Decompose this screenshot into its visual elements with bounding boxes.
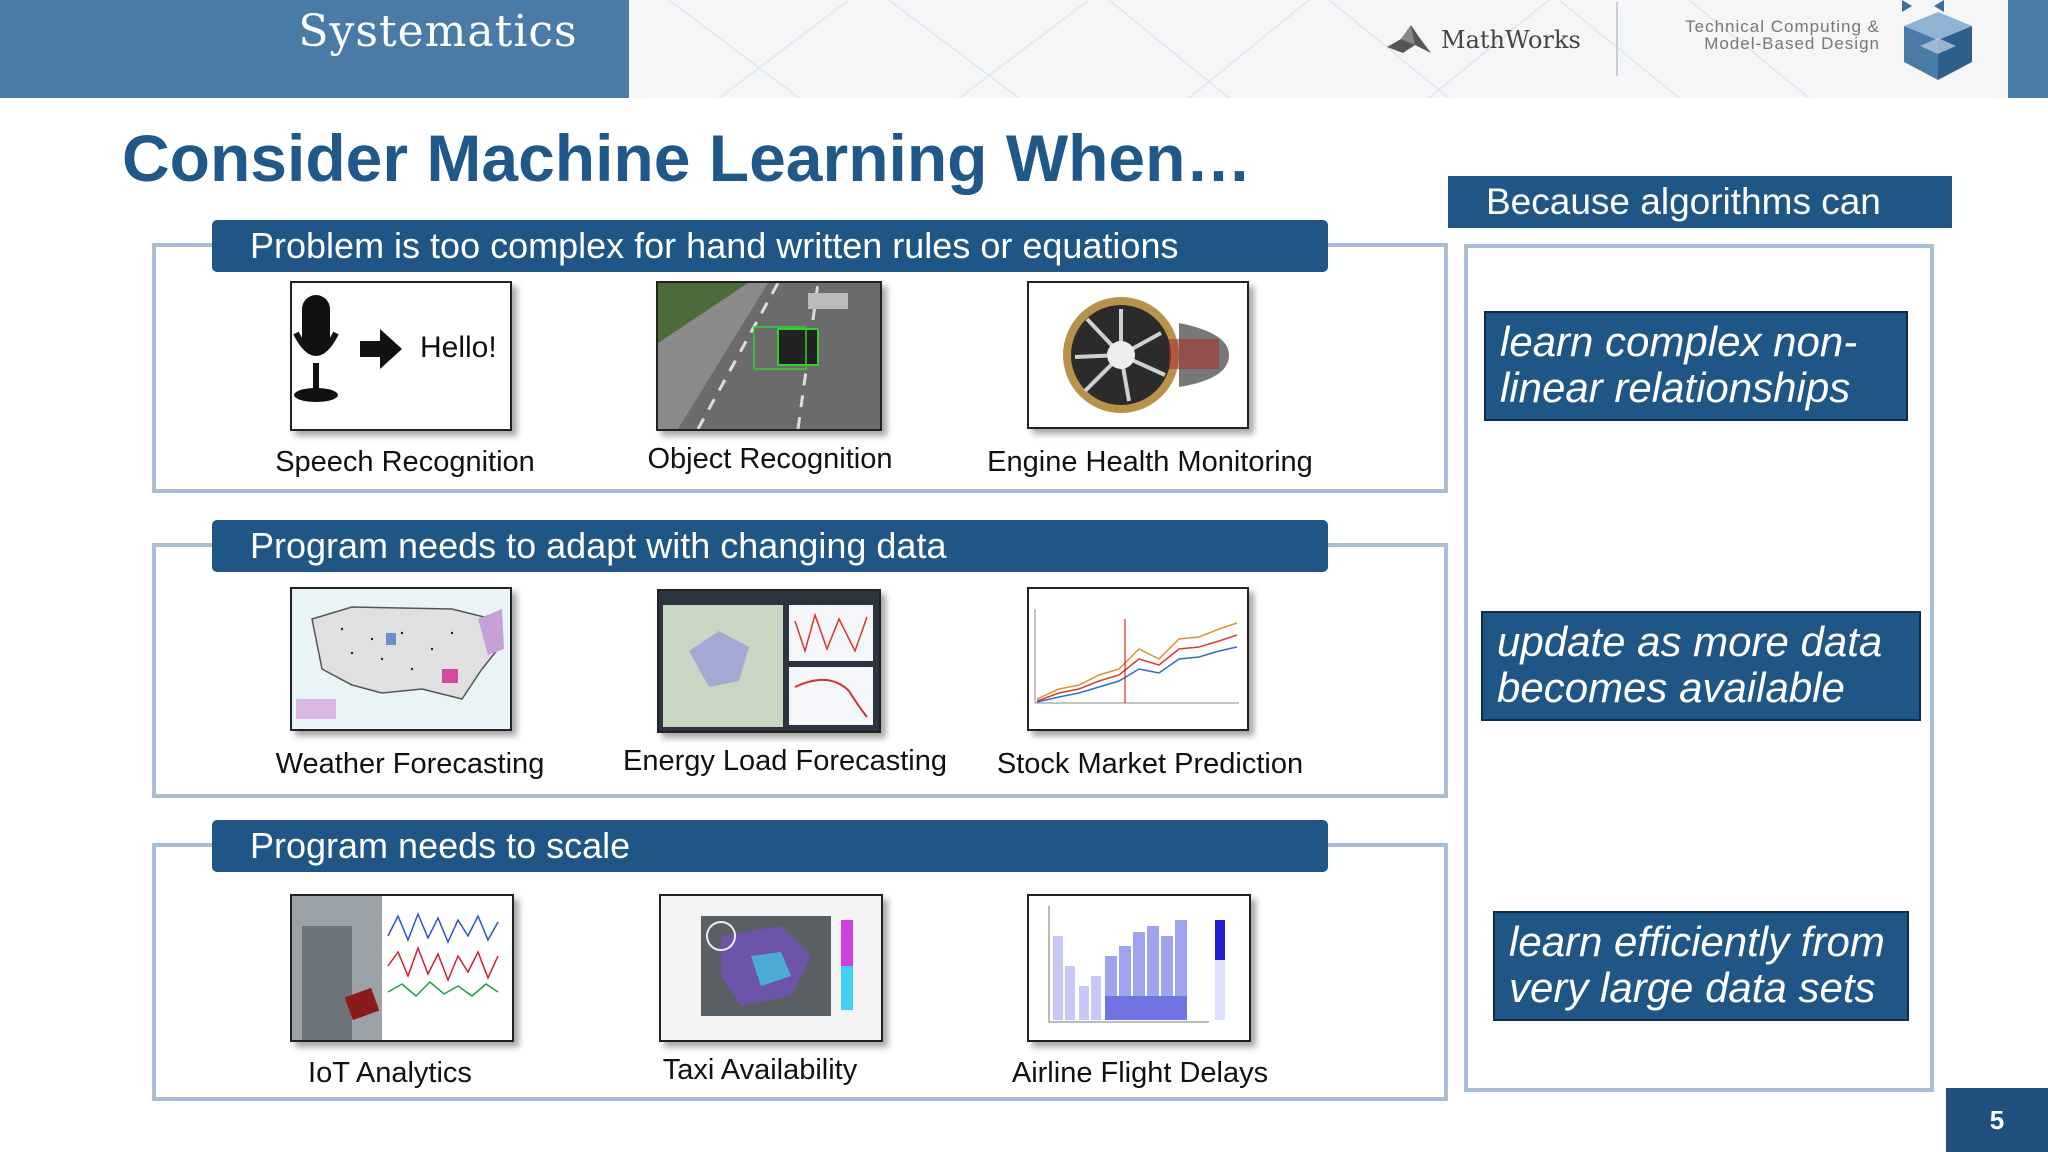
page-number: 5 [1946,1088,2048,1152]
tagline-line-1: Technical Computing & [1685,17,1880,36]
caption-stock-market-prediction: Stock Market Prediction [996,748,1304,780]
brand-logo: Systematics [298,6,578,57]
engine-image [1027,281,1249,429]
ability-1-line-1: learn complex non- [1500,318,1858,365]
header-right-edge [2008,0,2048,98]
stock-chart-image [1027,587,1249,731]
ability-2-line-2: becomes available [1497,664,1845,711]
caption-taxi-availability: Taxi Availability [662,1054,858,1086]
caption-energy-load-forecasting: Energy Load Forecasting [622,745,948,777]
mathworks-logo: MathWorks [1385,20,1581,60]
clock-icon [706,921,736,951]
speech-recognition-image: Hello! [290,281,512,431]
brand-bar [0,0,629,98]
section-heading-3: Program needs to scale [212,820,1328,872]
caption-object-recognition: Object Recognition [647,443,893,475]
section-heading-1: Problem is too complex for hand written … [212,220,1328,272]
caption-iot-analytics: IoT Analytics [308,1057,472,1089]
membrane-icon [1387,25,1431,53]
microphone-icon [302,295,330,353]
ability-box-3: learn efficiently from very large data s… [1493,911,1909,1021]
object-recognition-image [656,281,882,431]
taxi-map-image [659,894,883,1042]
ability-3-line-1: learn efficiently from [1509,918,1885,965]
caption-engine-health-monitoring: Engine Health Monitoring [987,446,1313,478]
systematics-cube-icon [1902,0,1972,80]
ability-3-line-2: very large data sets [1509,964,1876,1011]
ability-2-line-1: update as more data [1497,618,1883,665]
ability-1-line-2: linear relationships [1500,364,1851,411]
energy-load-image [657,589,881,733]
caption-speech-recognition: Speech Recognition [275,446,535,478]
header-background [629,0,2009,99]
tagline-line-2: Model-Based Design [1704,34,1880,53]
header-divider [1616,2,1618,76]
weather-map-image [290,587,512,731]
caption-weather-forecasting: Weather Forecasting [275,748,545,780]
caption-airline-flight-delays: Airline Flight Delays [1011,1057,1269,1089]
flight-delays-image [1027,894,1251,1042]
mathworks-wordmark: MathWorks [1441,26,1581,54]
arrow-right-icon [360,329,402,369]
iot-analytics-image [290,894,514,1042]
slide-title: Consider Machine Learning When… [122,121,1252,195]
tagline: Technical Computing & Model-Based Design [1630,18,1880,52]
hello-text: Hello! [420,331,497,364]
ability-box-2: update as more data becomes available [1481,611,1921,721]
right-panel-frame [1464,244,1934,1092]
section-heading-2: Program needs to adapt with changing dat… [212,520,1328,572]
ability-box-1: learn complex non- linear relationships [1484,311,1908,421]
right-panel-heading: Because algorithms can [1448,176,1952,228]
header-pattern [668,0,1810,99]
